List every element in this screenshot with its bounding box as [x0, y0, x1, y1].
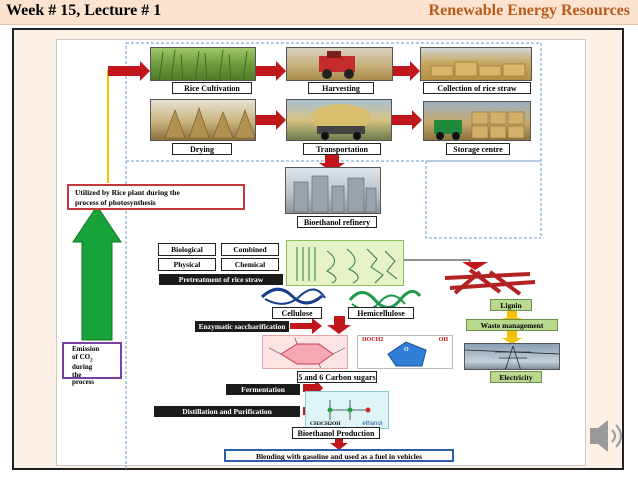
- arrow-sacch-right: [290, 318, 322, 334]
- arrow-to-storage: [392, 110, 422, 130]
- emission-line3: during: [72, 363, 93, 372]
- arrow-to-cultivation: [108, 61, 150, 81]
- five-carbon-sugar-photo: HOCH2 O OH: [357, 335, 453, 369]
- biological-option: Biological: [158, 243, 216, 256]
- arrow-to-harvesting: [256, 61, 286, 81]
- six-carbon-sugar-photo: [262, 335, 348, 369]
- transportation-photo: [286, 99, 392, 141]
- collection-label: Collection of rice straw: [423, 82, 531, 94]
- lecture-title: Week # 15, Lecture # 1: [6, 2, 162, 19]
- arrow-to-transportation: [255, 110, 286, 130]
- slide-header: Week # 15, Lecture # 1 Renewable Energy …: [0, 0, 638, 25]
- emission-box: Emission of CO2 during the process: [62, 342, 122, 386]
- saccharification-label: Enzymatic saccharification: [195, 321, 289, 332]
- emission-line2: of CO: [72, 352, 91, 361]
- oh-label: OH: [438, 337, 448, 343]
- lignin-structure: [444, 268, 536, 296]
- pretreatment-label: Pretreatment of rice straw: [159, 274, 283, 285]
- storage-photo: [423, 101, 531, 141]
- cellulose-label: Cellulose: [272, 307, 322, 319]
- lignin-label: Lignin: [490, 299, 532, 311]
- electricity-label: Electricity: [490, 371, 542, 383]
- electricity-photo: [464, 343, 560, 370]
- physical-option: Physical: [158, 258, 216, 271]
- dashed-frame-right: [425, 160, 541, 239]
- drying-label: Drying: [172, 143, 232, 155]
- arrow-to-collection: [393, 61, 420, 81]
- arrow-to-refinery: [319, 155, 345, 172]
- ethanol-label: ethanol: [362, 421, 382, 427]
- arrow-to-lignin-head: [462, 262, 488, 270]
- photosynthesis-line2: process of photosynthesis: [75, 198, 156, 207]
- rice-cultivation-label: Rice Cultivation: [172, 82, 252, 94]
- hemicellulose-label: Hemicellulose: [348, 307, 414, 319]
- ring-oxygen-label: O: [404, 347, 409, 353]
- waste-management-label: Waste management: [466, 319, 558, 331]
- photosynthesis-box: Utilized by Rice plant during the proces…: [67, 184, 245, 210]
- ethanol-structure-photo: CH3CH2OH ethanol: [305, 391, 389, 429]
- combined-option: Combined: [221, 243, 279, 256]
- green-up-arrow: [72, 205, 122, 341]
- drying-photo: [150, 99, 256, 141]
- blending-box: Blending with gasoline and used as a fue…: [224, 449, 454, 462]
- storage-label: Storage centre: [446, 143, 510, 155]
- distillation-label: Distillation and Purification: [154, 406, 300, 417]
- sugars-label: 5 and 6 Carbon sugars: [297, 371, 377, 383]
- refinery-label: Bioethanol refinery: [297, 216, 377, 228]
- course-title: Renewable Energy Resources: [428, 2, 630, 19]
- refinery-photo: [285, 167, 381, 214]
- hoch2-label: HOCH2: [362, 337, 384, 343]
- arrow-to-blending: [330, 438, 348, 450]
- emission-line4: the: [72, 370, 82, 379]
- harvesting-photo: [286, 47, 393, 81]
- bioethanol-production-label: Bioethanol Production: [292, 427, 380, 439]
- emission-line1: Emission: [72, 345, 100, 353]
- ethanol-formula: CH3CH2OH: [310, 421, 341, 427]
- harvesting-label: Harvesting: [308, 82, 374, 94]
- arrow-to-saccharification: [327, 316, 351, 334]
- fermentation-label: Fermentation: [226, 384, 300, 395]
- transportation-label: Transportation: [303, 143, 381, 155]
- emission-line5: process: [72, 378, 95, 387]
- pretreatment-structure-photo: [286, 240, 404, 286]
- arrow-waste-to-electricity: [502, 331, 522, 344]
- emission-subscript: 2: [90, 357, 93, 363]
- photosynthesis-line1: Utilized by Rice plant during the: [75, 188, 180, 197]
- collection-photo: [420, 47, 532, 81]
- rice-cultivation-photo: [150, 47, 256, 81]
- chemical-option: Chemical: [221, 258, 279, 271]
